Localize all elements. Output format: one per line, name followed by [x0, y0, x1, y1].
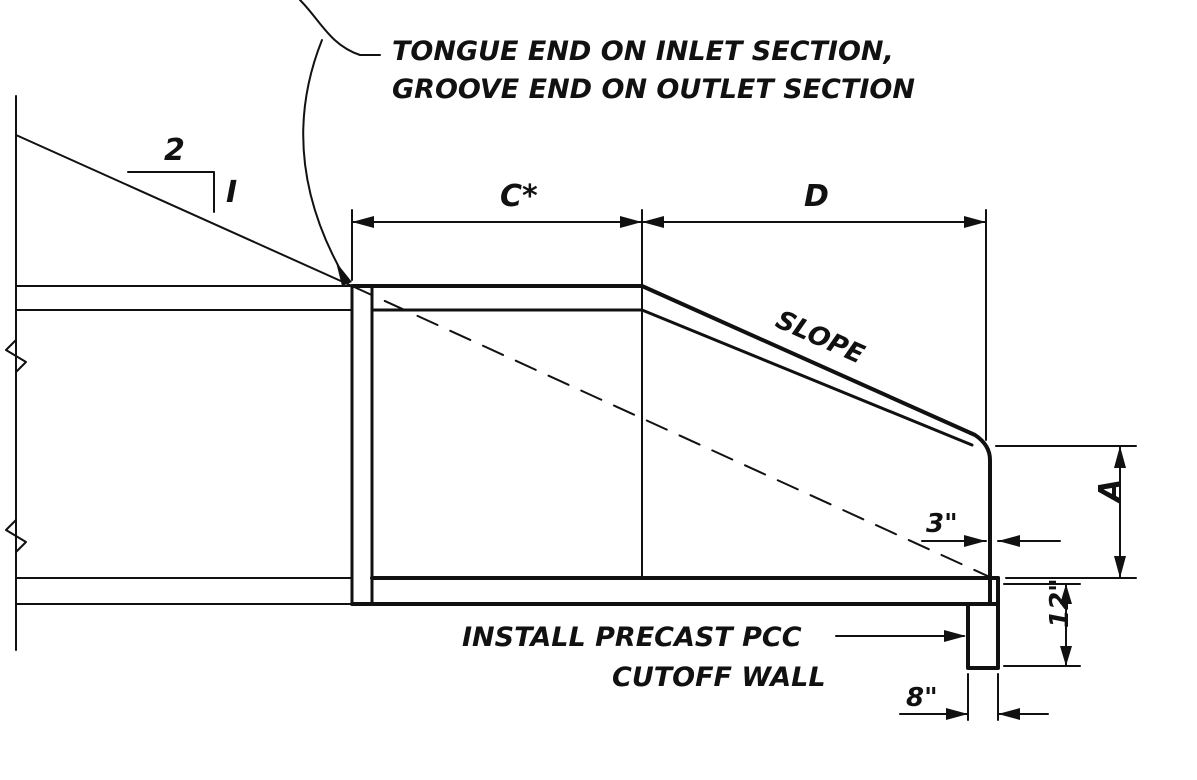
tongue-joint [350, 284, 374, 606]
dim-12in-label: 12" [1045, 578, 1075, 628]
dim-3in-arrow-left [964, 535, 986, 547]
note-cutoff-wall-line1: INSTALL PRECAST PCC [462, 622, 802, 653]
dim-d-arrow-left [642, 216, 664, 228]
dim-c-arrow-right [620, 216, 642, 228]
embankment-slope-line [15, 134, 353, 287]
dim-12in-arrow-bottom [1060, 646, 1072, 666]
projected-slope-dashed [351, 285, 993, 579]
slope-ratio-triangle [127, 171, 215, 213]
note-leader-arrowhead [336, 262, 352, 286]
dim-3in-label: 3" [926, 509, 958, 539]
dim-c-arrow-left [352, 216, 374, 228]
note-cutoff-wall-line2: CUTOFF WALL [612, 662, 826, 693]
break-line-top [5, 339, 27, 373]
dim-a-arrow-top [1114, 446, 1126, 468]
dim-12in-arrow-top [1060, 584, 1072, 604]
note-tongue-groove-line1: TONGUE END ON INLET SECTION, [392, 36, 894, 67]
cutoff-note-arrowhead [944, 630, 966, 642]
dim-d-arrow-right [964, 216, 986, 228]
dim-a-label: A [1093, 479, 1128, 504]
note-leader-bracket [299, 0, 381, 56]
note-leader-curve [302, 39, 346, 279]
cutoff-wall [966, 602, 1000, 670]
dim-d-label: D [804, 179, 829, 214]
dim-8in-label: 8" [906, 683, 938, 713]
break-line-bottom [5, 519, 27, 553]
dim-3in-arrow-right [998, 535, 1020, 547]
slope-ratio-rise: I [226, 175, 237, 210]
slope-ratio-run: 2 [164, 133, 185, 168]
end-section-top-outer [350, 284, 992, 606]
note-tongue-groove-line2: GROOVE END ON OUTLET SECTION [392, 74, 915, 105]
dim-8in-arrow-right [998, 708, 1020, 720]
end-section-top-inner [370, 308, 974, 447]
dim-a-arrow-bottom [1114, 556, 1126, 578]
dim-8in-arrow-left [946, 708, 968, 720]
slope-label: SLOPE [771, 305, 869, 370]
dim-c-label: C* [500, 179, 538, 214]
